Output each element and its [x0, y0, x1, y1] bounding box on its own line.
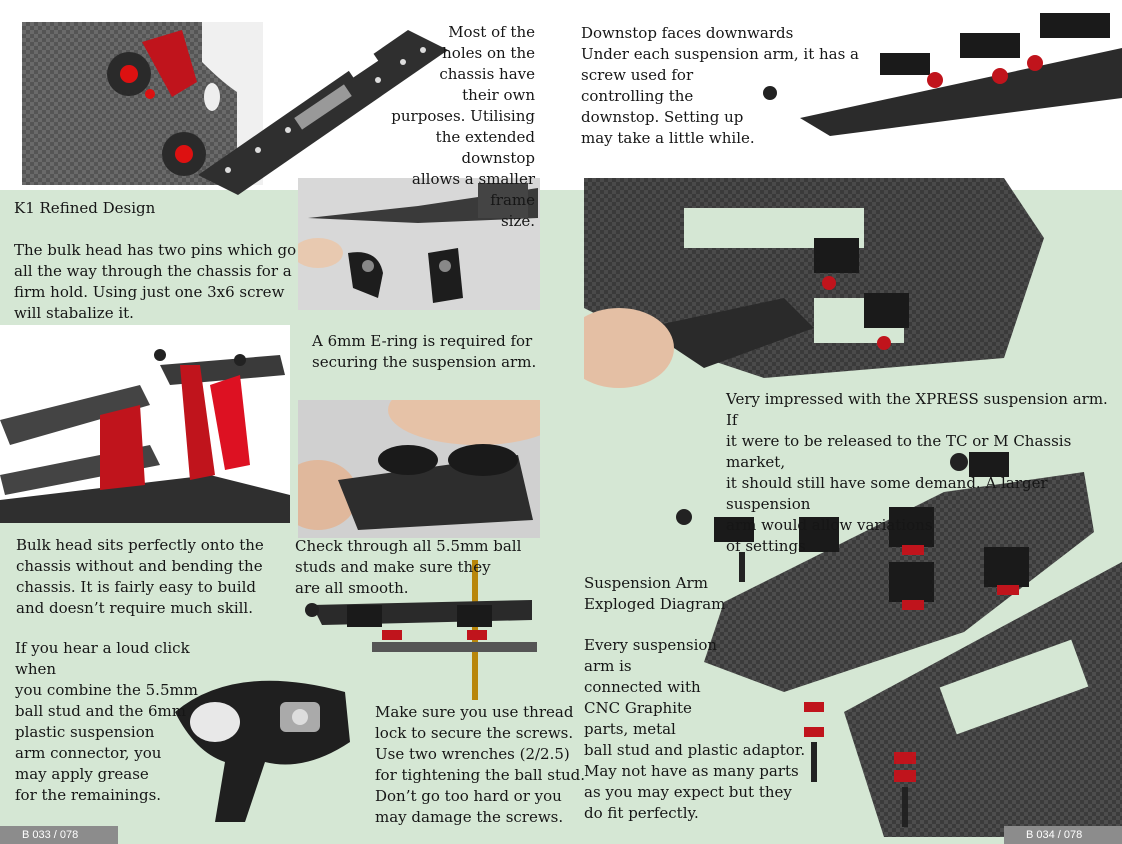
- k1-design-heading: K1 Refined Design: [14, 199, 156, 217]
- loud-click-text: If you hear a loud click when you combin…: [15, 639, 198, 804]
- pliers-photo: [298, 178, 540, 310]
- pliers-grip-photo: [155, 662, 355, 822]
- right-page-number: B 034 / 078: [1004, 826, 1122, 844]
- thread-lock-photo: [302, 560, 542, 700]
- left-page-number: B 033 / 078: [0, 826, 118, 844]
- bulkhead-pins-text: The bulk head has two pins which go all …: [14, 241, 297, 322]
- chassis-holes-caption: Most of the holes on the chassis have th…: [391, 23, 535, 230]
- bulkhead-fit-text: Bulk head sits perfectly onto the chassi…: [16, 536, 264, 617]
- ball-studs-caption: Check through all 5.5mm ball studs and m…: [295, 537, 522, 597]
- thread-lock-text: Make sure you use thread lock to secure …: [375, 703, 585, 826]
- downstop-caption: Downstop faces downwards Under each susp…: [581, 24, 859, 147]
- exploded-diagram-heading: Suspension Arm Exploged Diagram: [584, 574, 726, 613]
- exploded-diagram-photo: [664, 452, 1122, 837]
- chassis-closeup-photo: [22, 22, 263, 185]
- red-bulkhead-photo: [0, 325, 290, 523]
- chassis-plate-photo: [198, 20, 460, 195]
- ball-stud-closeup-photo: [298, 400, 540, 538]
- suspension-arm-hand-photo: [584, 178, 1122, 410]
- e-ring-caption: A 6mm E-ring is required for securing th…: [312, 332, 537, 371]
- xpress-review-text: Very impressed with the XPRESS suspensio…: [726, 390, 1108, 555]
- every-suspension-arm-text: Every suspension arm is connected with C…: [584, 636, 806, 822]
- downstop-photo: [750, 8, 1122, 136]
